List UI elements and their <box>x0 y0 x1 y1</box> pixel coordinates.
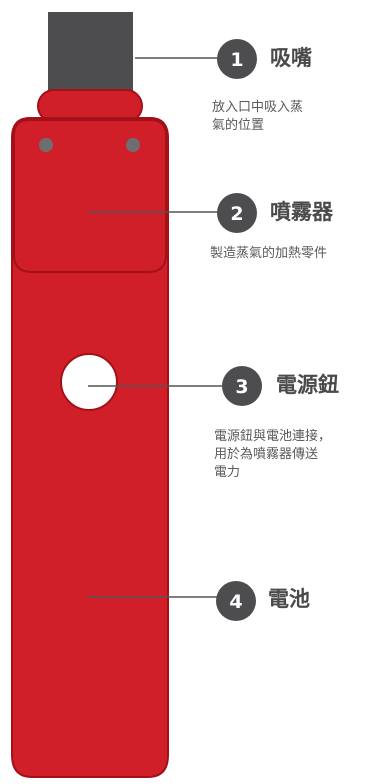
svg-text:4: 4 <box>229 591 242 613</box>
device-body <box>11 117 169 778</box>
badge-4: 4 <box>216 581 256 621</box>
badge-3: 3 <box>222 366 262 406</box>
atomizer-chamber <box>13 119 167 273</box>
badge-2: 2 <box>217 193 257 233</box>
part-3-description: 電源鈕與電池連接， 用於為噴霧器傳送 電力 <box>214 429 332 480</box>
part-4-title: 電池 <box>268 587 310 611</box>
svg-text:3: 3 <box>235 376 248 398</box>
svg-text:1: 1 <box>230 49 243 71</box>
power-button <box>60 353 118 411</box>
svg-text:2: 2 <box>230 203 243 225</box>
part-2-description: 製造蒸氣的加熱零件 <box>210 246 328 261</box>
body-dot-left <box>39 138 53 152</box>
badge-1: 1 <box>217 39 257 79</box>
part-2-title: 噴霧器 <box>270 200 333 224</box>
mouthpiece <box>48 12 133 100</box>
part-1-title: 吸嘴 <box>270 46 312 70</box>
body-dot-right <box>126 138 140 152</box>
part-3-title: 電源鈕 <box>276 373 339 397</box>
part-1-description: 放入口中吸入蒸 氣的位置 <box>212 100 304 133</box>
